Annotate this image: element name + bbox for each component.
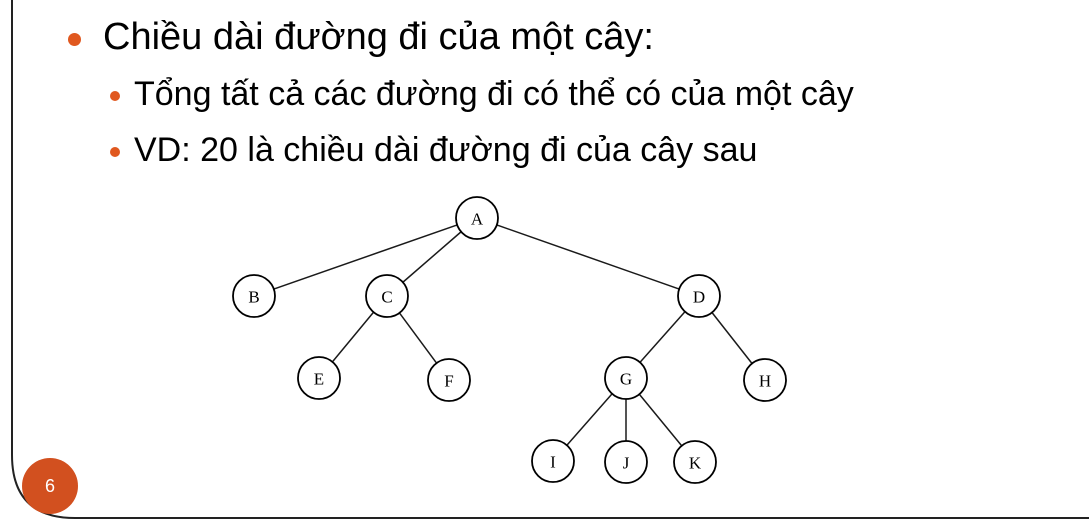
tree-node-f: F (427, 358, 471, 402)
bullet-dot-icon (110, 91, 120, 101)
tree-node-h: H (743, 358, 787, 402)
node-circle (427, 358, 471, 402)
node-circle (365, 274, 409, 318)
page-number: 6 (44, 475, 55, 496)
node-label: I (550, 453, 556, 472)
tree-node-k: K (673, 440, 717, 484)
node-label: G (620, 370, 632, 389)
page-number-badge: 6 (22, 458, 78, 514)
sub-bullet: Tổng tất cả các đường đi có thể có của m… (110, 72, 854, 116)
node-circle (232, 274, 276, 318)
node-circle (743, 358, 787, 402)
tree-edge-a-b (273, 224, 458, 290)
node-label: J (623, 454, 630, 473)
tree-edge-d-h (711, 312, 753, 364)
tree-edge-d-g (639, 311, 686, 363)
bullet-dot-icon (68, 32, 81, 46)
tree-node-c: C (365, 274, 409, 318)
node-label: D (693, 288, 705, 307)
bullet-main: Chiều dài đường đi của một cây: (68, 12, 654, 62)
tree-edge-g-i (566, 393, 613, 446)
node-label: F (444, 372, 453, 391)
node-circle (604, 440, 648, 484)
node-label: K (689, 454, 702, 473)
tree-edge-g-k (638, 393, 683, 447)
node-label: H (759, 372, 771, 391)
node-circle (604, 356, 648, 400)
tree-edges (273, 224, 753, 447)
tree-edge-a-c (402, 231, 462, 283)
bullet-dot-icon (110, 147, 120, 157)
tree-node-j: J (604, 440, 648, 484)
node-label: C (381, 288, 392, 307)
tree-node-e: E (297, 356, 341, 400)
bullet-main-text: Chiều dài đường đi của một cây: (103, 15, 654, 58)
tree-edge-c-e (331, 311, 375, 363)
tree-node-i: I (531, 439, 575, 483)
tree-edge-a-d (496, 224, 680, 290)
sub-bullet: VD: 20 là chiều dài đường đi của cây sau (110, 128, 757, 172)
sub-bullet-text: Tổng tất cả các đường đi có thể có của m… (134, 74, 854, 113)
node-label: A (471, 210, 484, 229)
node-circle (673, 440, 717, 484)
node-circle (455, 196, 499, 240)
node-circle (677, 274, 721, 318)
tree-node-d: D (677, 274, 721, 318)
node-label: B (248, 288, 259, 307)
node-label: E (314, 370, 324, 389)
tree-node-b: B (232, 274, 276, 318)
tree-edge-c-f (398, 312, 438, 364)
tree-node-a: A (455, 196, 499, 240)
tree-node-g: G (604, 356, 648, 400)
sub-bullet-text: VD: 20 là chiều dài đường đi của cây sau (134, 130, 758, 169)
node-circle (297, 356, 341, 400)
node-circle (531, 439, 575, 483)
